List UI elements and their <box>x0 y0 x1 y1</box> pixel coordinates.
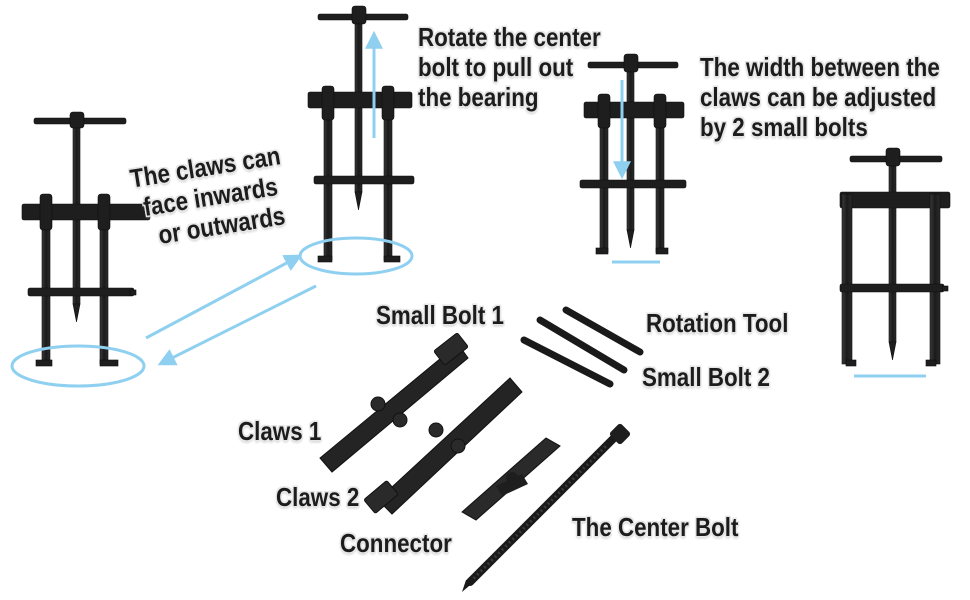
double-arrow-icon <box>157 284 317 366</box>
small-bolt-1-icon <box>536 316 628 374</box>
annotation-line: Rotate the center <box>418 22 601 52</box>
annotation-line: The width between the <box>700 52 940 82</box>
label-claws-2: Claws 2 <box>276 482 360 512</box>
annotation-line: the bearing <box>418 82 539 112</box>
double-arrow-icon <box>145 254 303 340</box>
annotation-line: by 2 small bolts <box>700 112 868 142</box>
label-small-bolt-1: Small Bolt 1 <box>376 300 504 330</box>
annotation-width-adjust: The width between the claws can be adjus… <box>700 52 940 142</box>
annotation-line: bolt to pull out <box>418 52 574 82</box>
puller-middle-icon <box>307 5 415 263</box>
label-small-bolt-2: Small Bolt 2 <box>642 362 770 392</box>
claws-2-icon <box>364 377 523 515</box>
center-bolt-icon <box>462 423 631 592</box>
rods <box>520 306 644 388</box>
ellipse-highlight-icon <box>10 344 146 388</box>
small-bolt-2-icon <box>520 336 614 388</box>
rotation-tool-icon <box>562 306 644 356</box>
label-claws-1: Claws 1 <box>238 416 322 446</box>
label-connector: Connector <box>340 528 452 558</box>
puller-left-icon <box>21 111 151 367</box>
annotation-rotate-center: Rotate the center bolt to pull out the b… <box>418 22 601 112</box>
puller-adjust-icon <box>579 53 687 255</box>
annotation-line: claws can be adjusted <box>700 82 937 112</box>
puller-right-icon <box>839 147 951 367</box>
label-center-bolt: The Center Bolt <box>572 512 739 542</box>
label-rotation-tool: Rotation Tool <box>646 308 789 338</box>
connector-icon <box>461 437 561 521</box>
highlights <box>10 30 926 388</box>
claws-1-icon <box>319 332 469 473</box>
